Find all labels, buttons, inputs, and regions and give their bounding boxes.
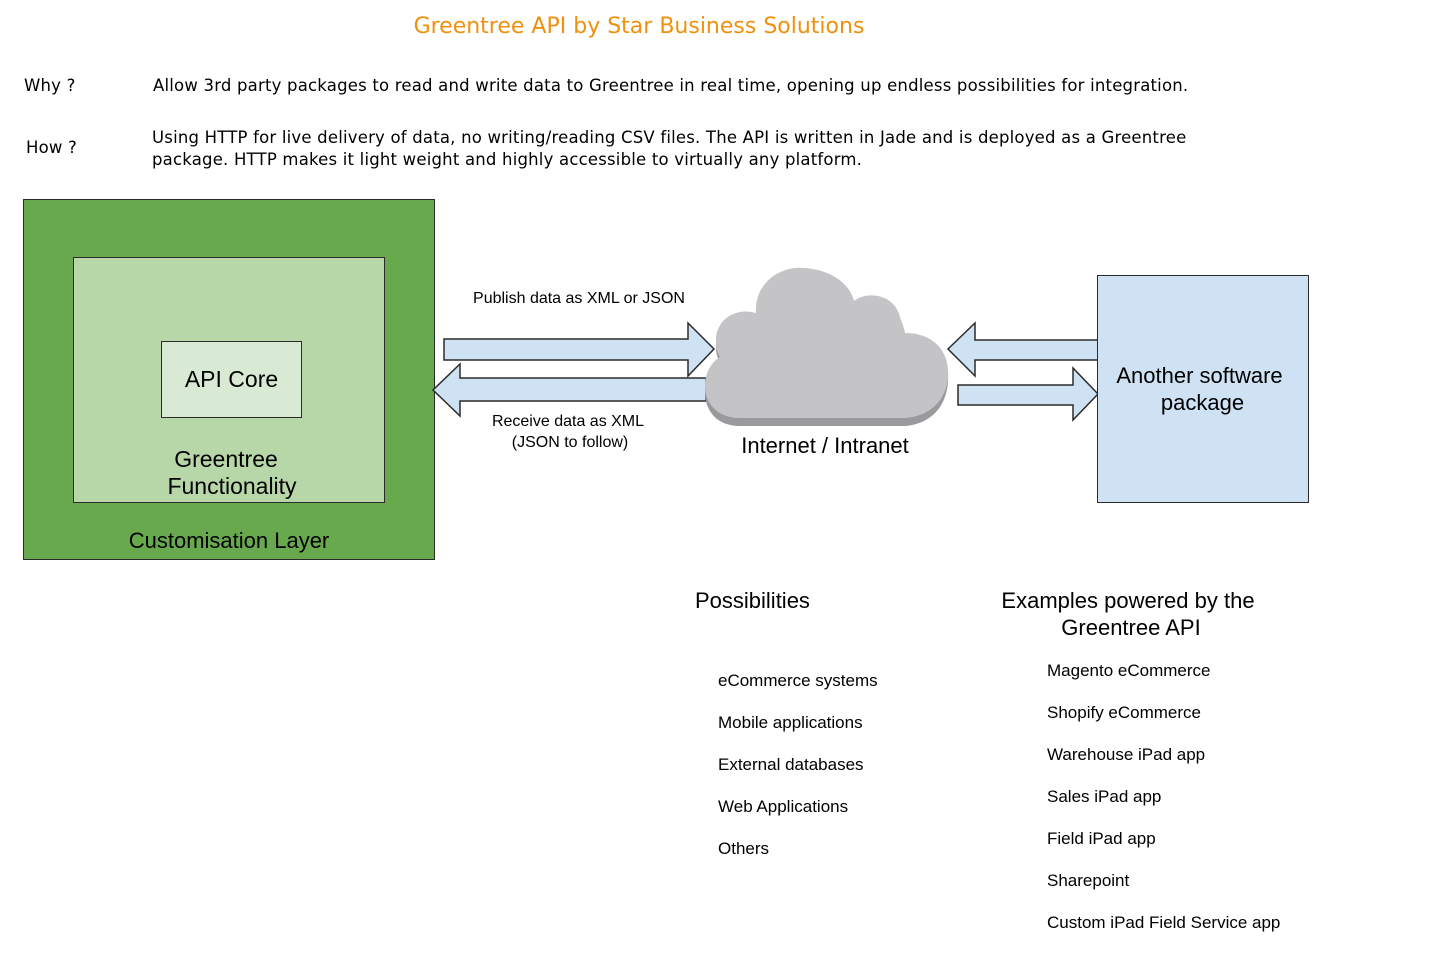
receive-label-line1: Receive data as XML xyxy=(491,413,645,430)
possibility-item: Web Applications xyxy=(718,797,849,816)
incoming-arrow xyxy=(946,321,1099,378)
cloud-label: Internet / Intranet xyxy=(741,433,909,458)
outgoing-arrow xyxy=(957,366,1100,422)
another-software-line2: package xyxy=(1160,390,1245,415)
possibility-item: External databases xyxy=(718,755,864,774)
examples-heading-line1: Examples powered by the xyxy=(1001,588,1255,613)
customisation-layer-label: Customisation Layer xyxy=(128,528,330,553)
possibility-item: Others xyxy=(718,839,770,858)
page-title: Greentree API by Star Business Solutions xyxy=(413,14,865,39)
example-item: Magento eCommerce xyxy=(1047,661,1211,680)
another-software-line1: Another software xyxy=(1116,363,1283,388)
examples-heading-line2: Greentree API xyxy=(1061,615,1201,640)
another-software-box xyxy=(1097,275,1309,503)
publish-arrow xyxy=(443,321,716,378)
why-text: Allow 3rd party packages to read and wri… xyxy=(153,76,1189,95)
example-item: Custom iPad Field Service app xyxy=(1047,913,1281,932)
greentree-label-line1: Greentree xyxy=(174,446,278,472)
api-core-label: API Core xyxy=(184,366,279,392)
publish-label: Publish data as XML or JSON xyxy=(473,290,685,307)
example-item: Warehouse iPad app xyxy=(1047,745,1206,764)
how-label: How ? xyxy=(26,138,77,157)
how-text-line1: Using HTTP for live delivery of data, no… xyxy=(152,128,1187,147)
example-item: Shopify eCommerce xyxy=(1047,703,1202,722)
example-item: Sales iPad app xyxy=(1047,787,1162,806)
possibility-item: eCommerce systems xyxy=(718,671,878,690)
greentree-label-line2: Functionality xyxy=(167,473,297,499)
possibilities-heading: Possibilities xyxy=(695,588,810,613)
cloud-icon xyxy=(705,267,949,418)
possibility-item: Mobile applications xyxy=(718,713,863,732)
receive-arrow xyxy=(431,362,707,418)
receive-label-line2: (JSON to follow) xyxy=(511,434,629,451)
why-label: Why ? xyxy=(24,76,76,95)
example-item: Field iPad app xyxy=(1047,829,1156,848)
how-text-line2: package. HTTP makes it light weight and … xyxy=(152,150,863,169)
example-item: Sharepoint xyxy=(1047,871,1130,890)
api-core-box xyxy=(161,341,302,418)
